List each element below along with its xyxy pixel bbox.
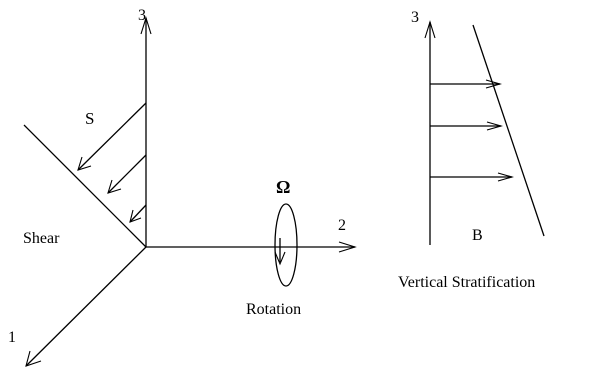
- axis-3-label: 3: [138, 7, 146, 24]
- buoyancy-arrowhead-3: [497, 172, 515, 182]
- shear-arrowhead-2: [107, 179, 122, 194]
- stratification-axis-arrowhead: [424, 20, 436, 39]
- axis-2-label: 2: [338, 217, 346, 234]
- shear-arrowhead-1: [77, 156, 92, 171]
- shear-symbol-label: S: [85, 109, 94, 128]
- axis-1-line: [25, 246, 147, 367]
- stratification-diagram: 3 B Vertical Stratification: [398, 9, 545, 291]
- buoyancy-arrowhead-1: [485, 79, 503, 89]
- axis-2-arrowhead: [338, 241, 357, 253]
- stratification-axis-label: 3: [411, 9, 419, 26]
- rotation-text-label: Rotation: [246, 301, 301, 318]
- stratification-caption: Vertical Stratification: [398, 274, 535, 291]
- coordinate-system-diagram: 3 2 1 S Shear Ω Rotation: [8, 7, 357, 367]
- shear-profile-line: [23, 124, 147, 248]
- rotation-ellipse: [274, 203, 298, 287]
- axis-1-label: 1: [8, 329, 16, 346]
- axis-3-arrowhead: [140, 16, 152, 35]
- rotation-arrowhead: [274, 251, 286, 266]
- axis-1-arrowhead: [25, 350, 42, 367]
- shear-arrow-2: [107, 154, 147, 194]
- buoyancy-symbol-label: B: [472, 227, 483, 244]
- rotation-symbol-label: Ω: [276, 177, 290, 197]
- buoyancy-arrowhead-2: [486, 121, 504, 131]
- buoyancy-profile-line: [472, 24, 545, 237]
- shear-text-label: Shear: [23, 230, 60, 247]
- shear-arrowhead-3: [129, 209, 142, 223]
- shear-arrow-1: [77, 102, 147, 171]
- shear-arrow-3: [129, 204, 147, 223]
